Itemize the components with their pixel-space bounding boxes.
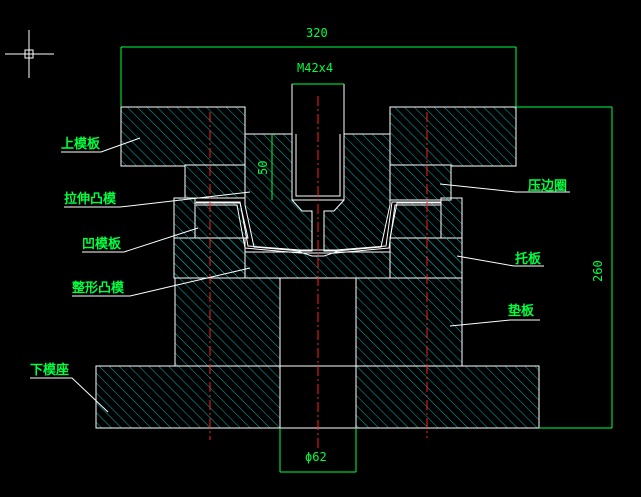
label-die: 凹模板 (82, 236, 122, 252)
dimension-width: 320 (120, 26, 517, 107)
callout-lower-base: 下模座 (30, 362, 109, 413)
blank-holder-left (194, 202, 249, 239)
callout-die: 凹模板 (82, 227, 199, 253)
drawing-punch (244, 133, 313, 252)
width-label: 320 (306, 26, 328, 40)
backing-plate-right (355, 277, 463, 367)
backing-plate (174, 277, 281, 367)
dimension-height: 260 (516, 106, 613, 429)
label-lower-base: 下模座 (30, 362, 69, 378)
height-label: 260 (591, 260, 605, 282)
cursor-crosshair-icon (5, 30, 54, 78)
label-upper-plate: 上模板 (61, 136, 101, 152)
label-shaping-punch: 整形凸模 (71, 280, 125, 296)
drawing-punch-right (323, 133, 391, 252)
upper-spacer-right (389, 164, 452, 201)
label-support-plate: 托板 (515, 251, 542, 267)
callout-upper-plate: 上模板 (61, 136, 141, 153)
upper-plate-left (120, 106, 246, 167)
upper-spacer-left (184, 164, 246, 199)
callout-support-plate: 托板 (456, 251, 544, 267)
callout-shaping-punch: 整形凸模 (71, 267, 251, 297)
blank-holder-right (389, 202, 442, 239)
callout-backing-plate: 垫板 (449, 303, 540, 327)
dimension-bore: ϕ62 (279, 428, 357, 473)
label-backing-plate: 垫板 (508, 303, 535, 319)
callout-blank-holder: 压边圈 (439, 179, 570, 194)
dimension-thread: M42x4 (292, 61, 344, 85)
callout-drawing-punch: 拉伸凸模 (64, 191, 251, 208)
bore-label: ϕ62 (305, 450, 327, 464)
thread-label: M42x4 (297, 61, 333, 75)
label-drawing-punch: 拉伸凸模 (64, 191, 117, 207)
dimension-depth: 50 (256, 134, 273, 200)
label-blank-holder: 压边圈 (528, 179, 567, 194)
upper-plate-right (389, 106, 517, 167)
depth-label: 50 (256, 161, 270, 175)
